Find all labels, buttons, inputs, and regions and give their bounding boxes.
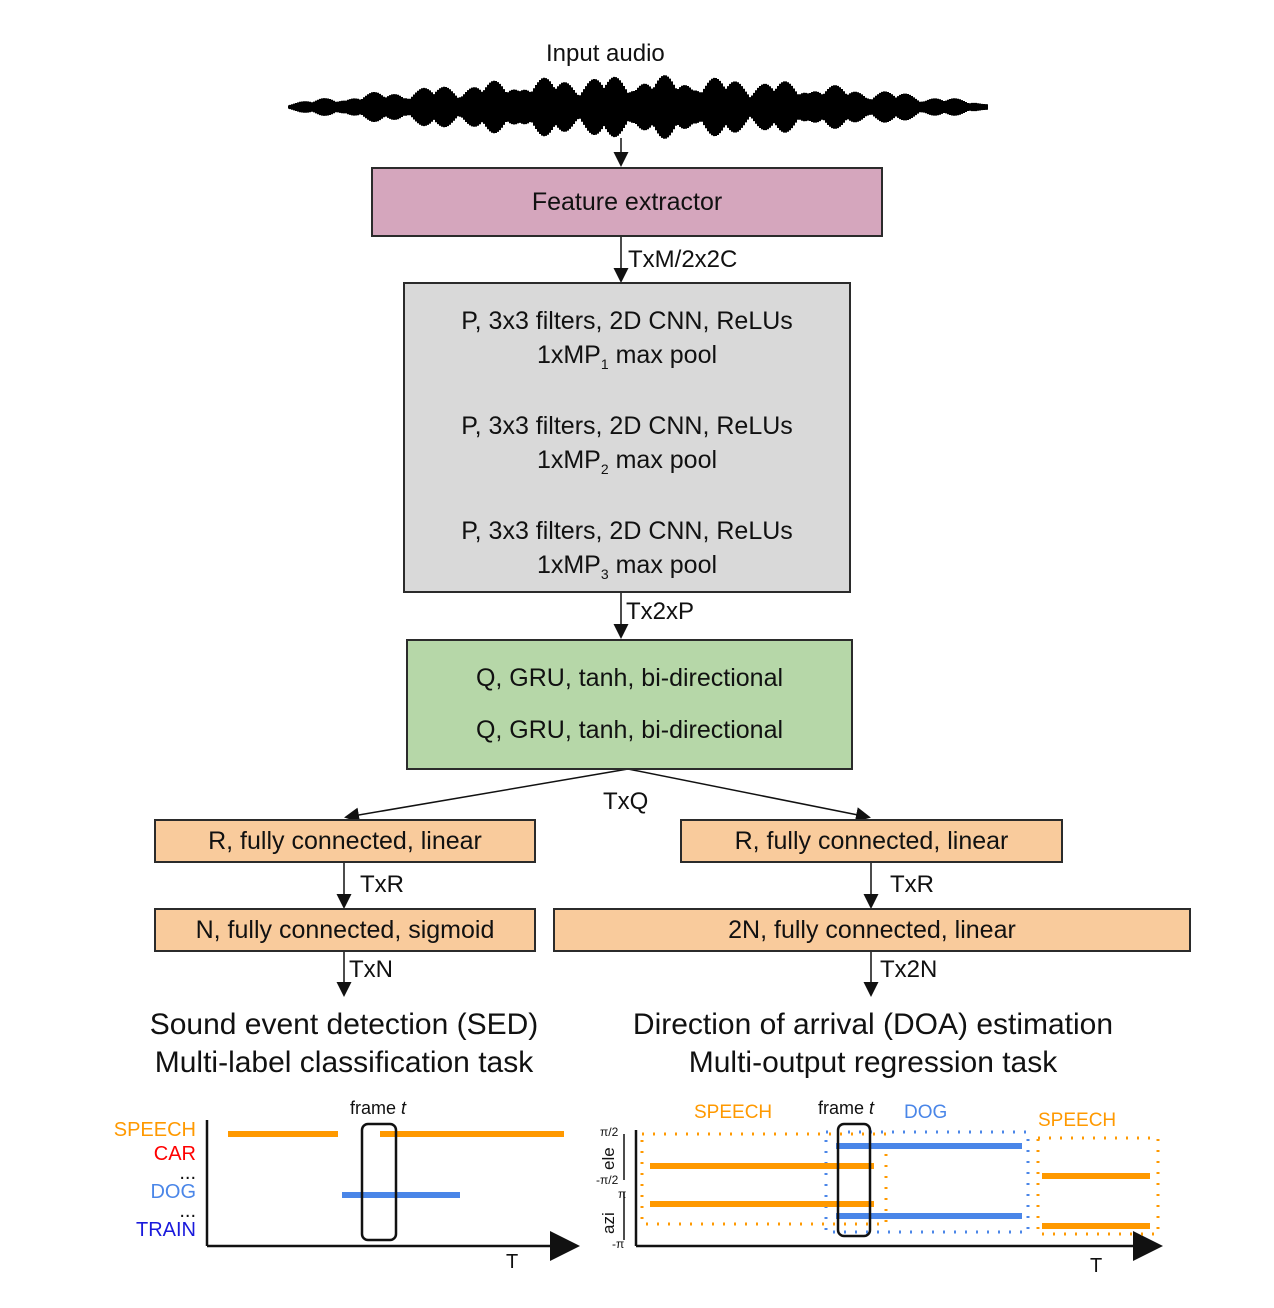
cnn-layer-3-pool: 1xMP3 max pool (536, 551, 718, 582)
sed-dim-fc2-label: TxN (349, 956, 393, 983)
waveform-icon (288, 75, 988, 139)
dim-feature-label: TxM/2x2C (628, 246, 738, 273)
cnn-layer-3: P, 3x3 filters, 2D CNN, ReLUs 1xMP3 max … (461, 514, 793, 591)
sed-axis-t-label: T (506, 1251, 518, 1270)
doa-fc2-block: 2N, fully connected, linear (553, 908, 1191, 952)
gru-layer-2: Q, GRU, tanh, bi-directional (475, 715, 784, 744)
doa-tick-ele-max: π/2 (600, 1125, 619, 1139)
diagram-connectors (336, 138, 879, 997)
sed-fc2-label: N, fully connected, sigmoid (195, 915, 495, 944)
sed-frame-marker (360, 1122, 398, 1242)
doa-plot: π/2 -π/2 π -π ele azi frame t SPEECH DOG… (596, 1098, 1163, 1272)
cnn-block: P, 3x3 filters, 2D CNN, ReLUs 1xMP1 max … (403, 282, 851, 593)
doa-fc1-block: R, fully connected, linear (680, 819, 1063, 863)
cnn-layer-2-desc: P, 3x3 filters, 2D CNN, ReLUs (461, 412, 793, 440)
feature-extractor-label: Feature extractor (531, 187, 723, 216)
sed-task-title: Sound event detection (SED) Multi-label … (149, 1008, 539, 1079)
dim-gru-label: TxQ (603, 788, 649, 815)
arrow-gru-to-doa (627, 768, 871, 823)
doa-speech-label-1: SPEECH (694, 1102, 772, 1123)
cnn-layer-1: P, 3x3 filters, 2D CNN, ReLUs 1xMP1 max … (461, 304, 793, 381)
sed-class-label: ... (179, 1200, 196, 1222)
doa-dim-fc2-label: Tx2N (880, 956, 938, 983)
doa-dog-group (824, 1130, 1030, 1234)
doa-frame-label: frame t (818, 1098, 875, 1118)
sed-activity-plot: frame t T (205, 1100, 580, 1270)
cnn-layer-2: P, 3x3 filters, 2D CNN, ReLUs 1xMP2 max … (461, 409, 793, 486)
doa-tick-ele-min: -π/2 (596, 1173, 619, 1187)
doa-ele-label: ele (599, 1147, 618, 1170)
sed-class-label: DOG (150, 1181, 196, 1203)
doa-azi-label: azi (599, 1212, 618, 1234)
doa-tick-azi-min: -π (612, 1237, 624, 1251)
doa-frame-marker (836, 1122, 872, 1238)
input-audio-label: Input audio (546, 40, 665, 67)
doa-fc1-label: R, fully connected, linear (734, 826, 1009, 855)
dim-cnn-label: Tx2xP (626, 598, 695, 625)
sed-fc2-block: N, fully connected, sigmoid (154, 908, 536, 952)
doa-dim-fc1-label: TxR (890, 871, 934, 898)
sed-fc1-block: R, fully connected, linear (154, 819, 536, 863)
doa-speech-group-1 (640, 1132, 888, 1226)
cnn-layer-2-pool: 1xMP2 max pool (536, 446, 718, 477)
cnn-layer-3-desc: P, 3x3 filters, 2D CNN, ReLUs (461, 517, 793, 545)
doa-fc2-label: 2N, fully connected, linear (728, 915, 1016, 944)
arrow-gru-to-sed (344, 768, 629, 823)
gru-block: Q, GRU, tanh, bi-directional Q, GRU, tan… (406, 639, 853, 770)
doa-task-title: Direction of arrival (DOA) estimation Mu… (632, 1008, 1114, 1079)
sed-fc1-label: R, fully connected, linear (208, 826, 482, 855)
doa-speech-group-2 (1036, 1136, 1160, 1236)
sed-class-label: SPEECH (113, 1119, 196, 1141)
doa-speech-label-2: SPEECH (1038, 1110, 1116, 1131)
doa-dog-label: DOG (904, 1102, 947, 1123)
doa-axis-t-label: T (1090, 1255, 1102, 1272)
sed-frame-label: frame t (350, 1100, 407, 1118)
sed-class-label: TRAIN (136, 1219, 196, 1241)
sed-class-label: CAR (153, 1143, 196, 1165)
gru-layer-1: Q, GRU, tanh, bi-directional (475, 664, 784, 693)
feature-extractor-block: Feature extractor (371, 167, 883, 237)
sed-class-label: ... (179, 1162, 196, 1184)
cnn-layer-1-pool: 1xMP1 max pool (536, 341, 718, 372)
doa-tick-azi-max: π (618, 1187, 626, 1201)
cnn-layer-1-desc: P, 3x3 filters, 2D CNN, ReLUs (461, 307, 793, 335)
sed-dim-fc1-label: TxR (360, 871, 404, 898)
